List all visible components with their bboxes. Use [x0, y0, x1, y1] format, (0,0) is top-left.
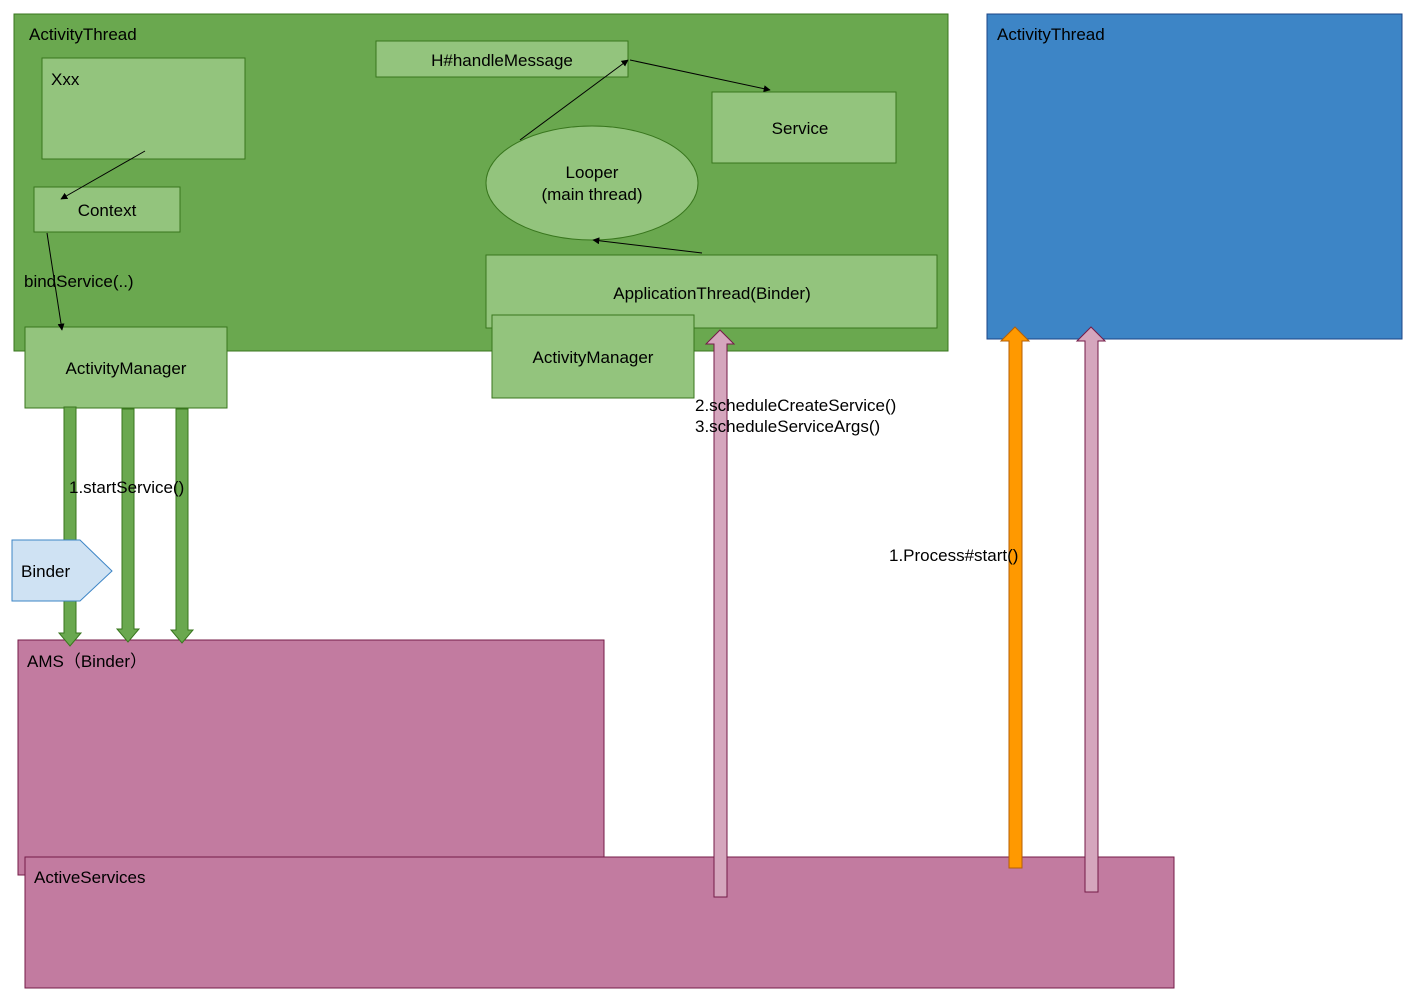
start-service-arrow-3 [169, 408, 195, 644]
arrow-application-thread-to-looper [592, 237, 703, 254]
looper-label-line2: (main thread) [541, 185, 642, 204]
looper-ellipse [485, 125, 699, 241]
xxx-box [41, 57, 246, 160]
app-activity-thread-title: ActivityThread [29, 25, 137, 44]
start-service-arrow-1 [57, 406, 83, 647]
context-box [33, 186, 181, 233]
activity-manager-box-center [491, 314, 695, 399]
arrow-handle-message-to-service [629, 59, 771, 93]
active-services-box [24, 856, 1175, 989]
start-service-label: 1.startService() [69, 478, 184, 497]
looper-label-line1: Looper [566, 163, 619, 182]
handle-message-label: H#handleMessage [431, 51, 573, 70]
handle-message-box [375, 40, 629, 78]
schedule-service-arrow [704, 329, 736, 898]
binder-pentagon [11, 539, 113, 602]
start-service-arrow-2 [115, 408, 141, 643]
activity-manager-box-left [24, 326, 228, 409]
active-services-label: ActiveServices [34, 868, 145, 887]
xxx-label: Xxx [51, 70, 80, 89]
arrow-looper-to-handle-message [519, 59, 629, 141]
schedule-create-service-label: 2.scheduleCreateService() [695, 396, 896, 415]
new-thread-pink-arrow [1075, 326, 1107, 893]
service-box [711, 91, 897, 164]
binder-label: Binder [21, 562, 70, 581]
new-activity-thread-container [986, 13, 1403, 340]
arrow-xxx-to-context [60, 150, 146, 200]
process-start-arrow [999, 326, 1031, 869]
service-label: Service [772, 119, 829, 138]
ams-label: AMS（Binder） [27, 652, 147, 671]
bind-service-label: bindService(..) [24, 272, 134, 291]
activity-manager-label-left: ActivityManager [66, 359, 187, 378]
context-label: Context [78, 201, 137, 220]
schedule-service-args-label: 3.scheduleServiceArgs() [695, 417, 880, 436]
application-thread-label: ApplicationThread(Binder) [613, 284, 811, 303]
arrow-context-to-activity-manager [46, 232, 65, 331]
ams-box [17, 639, 605, 876]
activity-manager-label-center: ActivityManager [533, 348, 654, 367]
new-activity-thread-title: ActivityThread [997, 25, 1105, 44]
process-start-label: 1.Process#start() [889, 546, 1018, 565]
